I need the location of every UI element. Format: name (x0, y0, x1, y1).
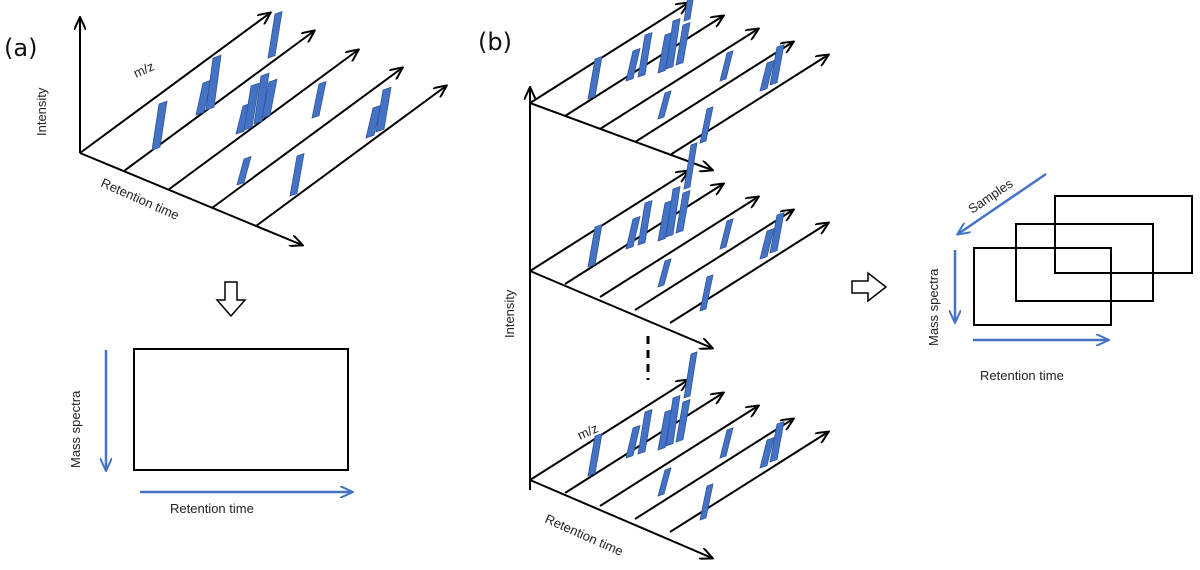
panel-b-tensor: Samples Mass spectra Retention time (926, 172, 1193, 383)
panel-b-sample-stack: Intensity m/z Retention time (502, 0, 828, 559)
spectral-peak (699, 106, 714, 144)
retention-axis-label: Retention time (99, 175, 182, 223)
spectral-peak (243, 82, 260, 131)
transform-arrow-icon (215, 281, 247, 318)
spectral-peak (719, 50, 734, 82)
spectral-peak (683, 351, 698, 399)
spectral-peak (637, 408, 653, 455)
spectral-peak (759, 436, 775, 469)
spectral-peak (151, 100, 168, 151)
spectral-peak (665, 394, 681, 447)
data-matrix (133, 348, 349, 471)
spectral-peak (311, 80, 327, 119)
panel-a-matrix: Mass spectra Retention time (68, 348, 352, 516)
panel-b-label: (b) (478, 28, 512, 56)
spectral-peak (657, 467, 672, 497)
spectral-peak (587, 432, 603, 477)
sample-matrix-back (1054, 195, 1193, 274)
spectral-peak (769, 211, 785, 254)
sample-3-mz-line-4 (634, 419, 793, 520)
spectral-peak (675, 398, 691, 443)
sample-1-mz-line-4 (634, 42, 793, 143)
spectral-peak (675, 189, 691, 234)
panel-b: (b) Intensity m/z Retention time Samples (478, 0, 1193, 559)
retention-time-axis (79, 152, 302, 245)
spectral-peak (253, 72, 270, 125)
sample-2-mz-line-4 (634, 210, 793, 311)
spectral-peak (267, 10, 283, 59)
spectral-peak (719, 218, 734, 250)
spectral-peak (665, 185, 681, 238)
samples-arrow (958, 172, 1047, 234)
tensor-retention-label: Retention time (980, 368, 1064, 383)
sample-1-mz-line-5 (669, 55, 828, 156)
spectral-peak (637, 31, 653, 78)
sample-1-mz-line-3 (599, 29, 758, 130)
panel-a: (a) Intensity m/z Retention time Mass sp… (4, 10, 446, 516)
mz-line-5 (255, 86, 446, 227)
sample-3-mz-line-1 (529, 380, 688, 481)
intensity-axis-label: Intensity (34, 87, 49, 136)
intensity-axis-label: Intensity (502, 289, 517, 338)
sample-2-retention-axis (529, 270, 712, 348)
matrix-retention-label: Retention time (170, 501, 254, 516)
spectral-peak (759, 227, 775, 260)
spectral-peak (657, 258, 672, 288)
spectral-peak (699, 483, 714, 521)
spectral-peak (675, 21, 691, 66)
spectral-peak (625, 47, 641, 82)
spectral-peak (719, 427, 734, 459)
matrix-mass-spectra-label: Mass spectra (68, 390, 83, 468)
spectral-peak (205, 54, 222, 111)
spectral-peak (625, 424, 641, 459)
transform-arrow-icon (851, 271, 888, 303)
sample-matrix-front (973, 247, 1112, 326)
sample-2-mz-line-3 (599, 197, 758, 298)
mz-line-3 (167, 50, 358, 191)
spectral-peak (587, 55, 603, 100)
spectral-peak (699, 274, 714, 312)
spectral-peak (261, 78, 278, 119)
mz-line-4 (211, 68, 402, 209)
sample-matrix-middle (1015, 223, 1154, 302)
sample-1-mz-line-1 (529, 3, 688, 104)
spectral-peak (683, 0, 694, 22)
sample-2-mz-line-1 (529, 171, 688, 272)
spectral-peak (759, 59, 775, 92)
panel-a-chromatogram-3d: Intensity m/z Retention time (34, 10, 446, 245)
spectral-peak (236, 155, 252, 186)
spectral-peak (289, 152, 305, 197)
sample-2-mz-line-5 (669, 223, 828, 324)
panel-a-label: (a) (4, 34, 37, 62)
mz-axis-label: m/z (131, 59, 156, 81)
retention-axis-label: Retention time (543, 511, 626, 559)
tensor-mass-spectra-label: Mass spectra (926, 268, 941, 346)
spectral-peak (683, 142, 698, 190)
spectral-peak (375, 86, 392, 133)
spectral-peak (637, 199, 653, 246)
sample-3-mz-line-5 (669, 432, 828, 533)
spectral-peak (769, 43, 785, 86)
mz-line-1 (79, 13, 270, 154)
spectral-peak (657, 90, 672, 120)
spectral-peak (769, 420, 785, 463)
spectral-peak (625, 215, 641, 250)
sample-1-retention-axis (529, 102, 712, 170)
sample-3-mz-line-3 (599, 406, 758, 507)
spectral-peak (587, 223, 603, 268)
sample-n-retention-axis (529, 479, 712, 558)
spectral-peak (665, 17, 681, 70)
